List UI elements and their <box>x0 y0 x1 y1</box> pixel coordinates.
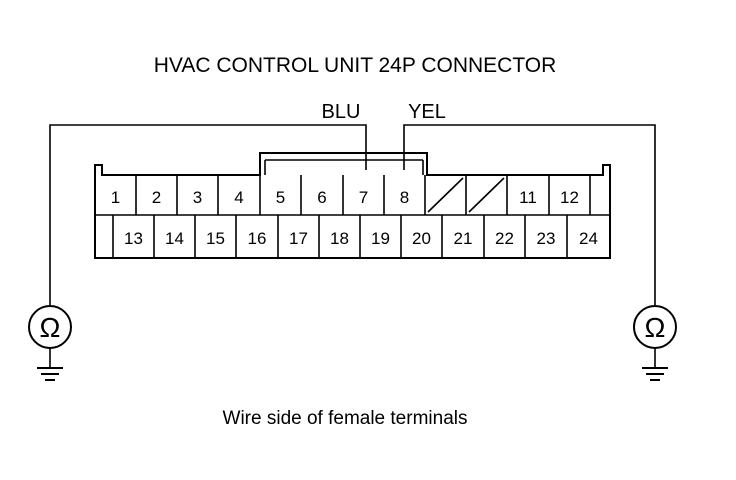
pin-label: 17 <box>289 229 308 248</box>
wire-label-blu: BLU <box>322 101 361 123</box>
pin-label: 1 <box>111 188 120 207</box>
ground-icon <box>37 367 63 381</box>
diagram-caption: Wire side of female terminals <box>223 408 468 429</box>
pin-label: 18 <box>330 229 349 248</box>
empty-pin-slash <box>427 177 464 213</box>
probe-wire-left <box>49 124 367 305</box>
pin-label: 7 <box>359 188 368 207</box>
pin-label: 19 <box>371 229 390 248</box>
pin-label: 6 <box>317 188 326 207</box>
pin-label: 8 <box>400 188 409 207</box>
ohm-symbol-right: Ω <box>645 312 666 343</box>
connector-body <box>94 152 611 259</box>
diagram-title: HVAC CONTROL UNIT 24P CONNECTOR <box>154 54 557 77</box>
pin-label: 23 <box>537 229 556 248</box>
pin-label: 16 <box>248 229 267 248</box>
wire-label-yel: YEL <box>408 101 446 123</box>
pin-label: 21 <box>454 229 473 248</box>
ohmmeter-icon: Ω <box>633 305 677 349</box>
pin-label: 2 <box>152 188 161 207</box>
pin-label: 11 <box>519 188 537 207</box>
ohm-symbol-left: Ω <box>40 312 61 343</box>
pin-label: 15 <box>206 229 225 248</box>
pin-label: 14 <box>165 229 184 248</box>
pin-label: 3 <box>193 188 202 207</box>
ohmmeter-icon: Ω <box>28 305 72 349</box>
pin-label: 22 <box>495 229 514 248</box>
pin-label: 24 <box>579 229 598 248</box>
pin-label: 13 <box>124 229 143 248</box>
pin-label: 4 <box>234 188 243 207</box>
empty-pin-slash <box>468 177 505 213</box>
probe-wire-right <box>403 124 656 305</box>
pin-label: 12 <box>560 188 579 207</box>
pin-label: 5 <box>276 188 285 207</box>
ground-icon <box>642 367 668 381</box>
pin-label: 20 <box>412 229 431 248</box>
